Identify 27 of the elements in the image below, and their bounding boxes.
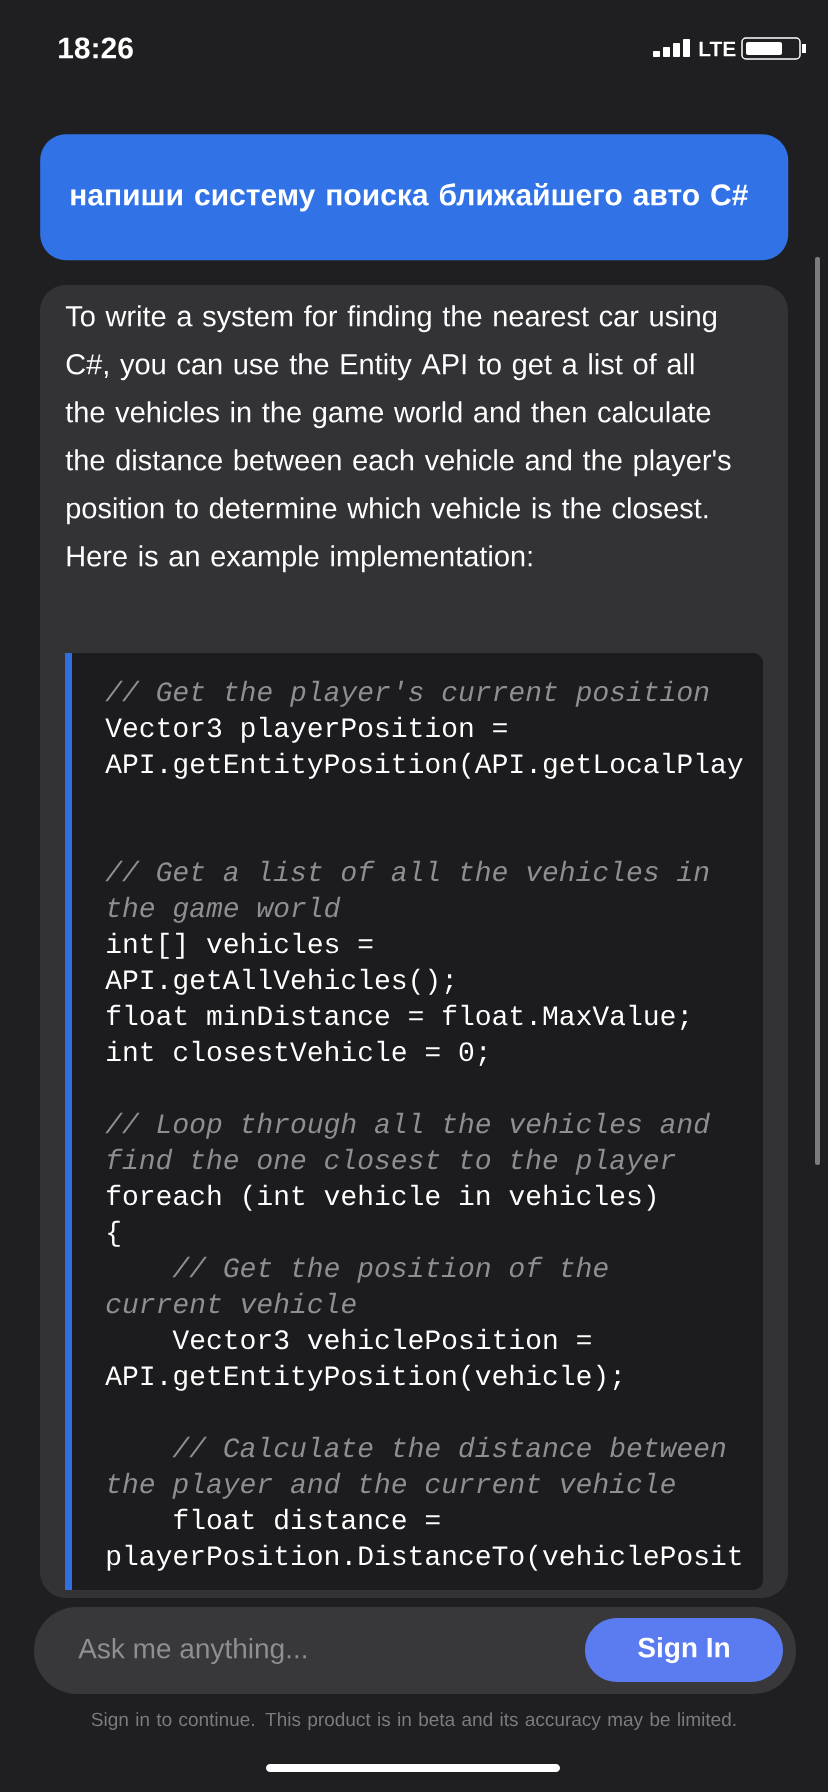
code-comment: the player and the current vehicle xyxy=(108,1472,675,1499)
code-comment: // Loop through all the vehicles and xyxy=(105,1112,710,1139)
code-line: playerPosition.DistanceTo(vehiclePosit xyxy=(107,1544,741,1571)
code-line: API.getEntityPosition(API.getLocalPlay xyxy=(105,752,743,779)
code-line: int[] vehicles = xyxy=(107,932,373,959)
code-comment: // Calculate the distance between xyxy=(172,1436,725,1458)
answer-text: To write a system for finding the nearest car using C#, you can use the Entity API to get a list of all the vehicles in the game world and then calculate the distance between each vehicle and the player's position to determine which vehicle is the closest. Here is an example implementation: xyxy=(65,305,731,573)
network-label: LTE xyxy=(699,41,736,57)
disclaimer-text: Sign in to continue. This product is in beta and its accuracy may be limited. xyxy=(91,1712,736,1730)
code-line: { xyxy=(108,1220,120,1247)
code-comment: // Get the position of the xyxy=(172,1256,608,1283)
code-line: Vector3 playerPosition = xyxy=(105,716,507,743)
status-time: 18:26 xyxy=(59,37,133,59)
code-line: API.getEntityPosition(vehicle); xyxy=(105,1364,620,1391)
user-message: напиши систему поиска ближайшего авто C# xyxy=(40,134,789,261)
sign-in-button: Sign In xyxy=(585,1618,783,1682)
code-line: foreach (int vehicle in vehicles) xyxy=(107,1184,655,1211)
code-comment: current vehicle xyxy=(106,1292,356,1314)
code-line: API.getAllVehicles(); xyxy=(105,968,452,995)
code-comment: find the one closest to the player xyxy=(108,1148,676,1175)
code-line: float minDistance = float.MaxValue; xyxy=(107,1004,688,1030)
code-comment: // Get the player's current position xyxy=(105,680,709,707)
code-line: Vector3 vehiclePosition = xyxy=(172,1328,591,1350)
code-line: int closestVehicle = 0; xyxy=(107,1040,486,1066)
code-comment: // Get a list of all the vehicles in xyxy=(105,860,709,882)
code-line: float distance = xyxy=(174,1508,440,1530)
code-comment: the game world xyxy=(108,896,341,923)
